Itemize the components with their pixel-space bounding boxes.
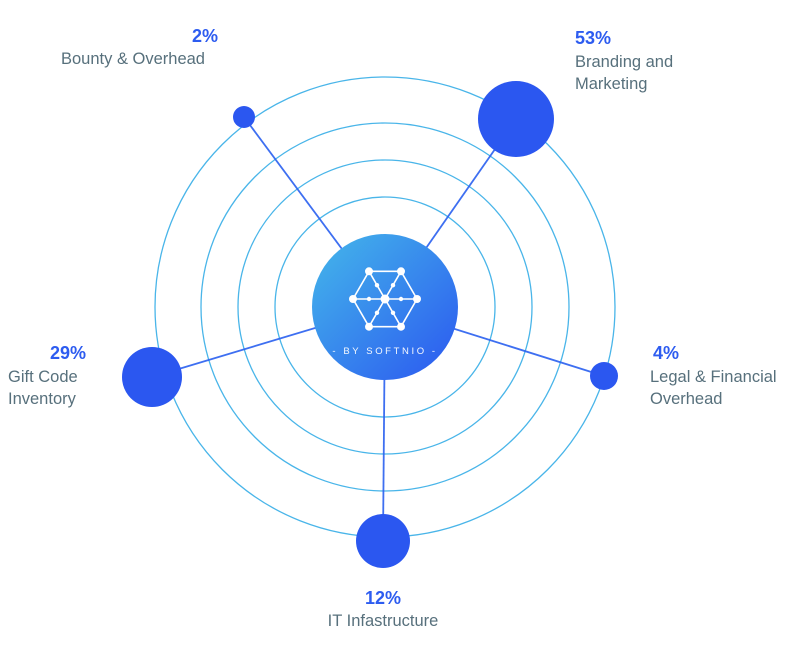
- label-it-infrastructure: IT Infastructure: [327, 612, 439, 630]
- orbit-ring-2: [237, 159, 533, 455]
- orbit-ring-1: [274, 196, 496, 418]
- network-hexagon-icon: [349, 267, 421, 331]
- percent-branding-marketing: 53%: [575, 28, 612, 48]
- center-circle: [312, 234, 458, 380]
- center-caption: - BY SOFTNIO -: [332, 346, 437, 357]
- percent-legal-financial: 4%: [653, 343, 680, 363]
- bubble-branding: [478, 81, 554, 157]
- bubble-bounty: [233, 106, 255, 128]
- bubble-legal: [590, 362, 618, 390]
- percent-bounty-overhead: 2%: [191, 26, 218, 46]
- orbit-ring-3: [200, 122, 570, 492]
- bubble-gift: [122, 347, 182, 407]
- label-gift-code-inventory: Gift Code Inventory: [8, 368, 78, 408]
- bubble-it: [356, 514, 410, 568]
- label-branding-marketing: Branding and Marketing: [575, 53, 674, 93]
- label-bounty-overhead: Bounty & Overhead: [60, 50, 205, 68]
- percent-it-infrastructure: 12%: [364, 588, 402, 608]
- percent-gift-code-inventory: 29%: [50, 343, 87, 363]
- label-legal-financial: Legal & Financial Overhead: [650, 368, 777, 408]
